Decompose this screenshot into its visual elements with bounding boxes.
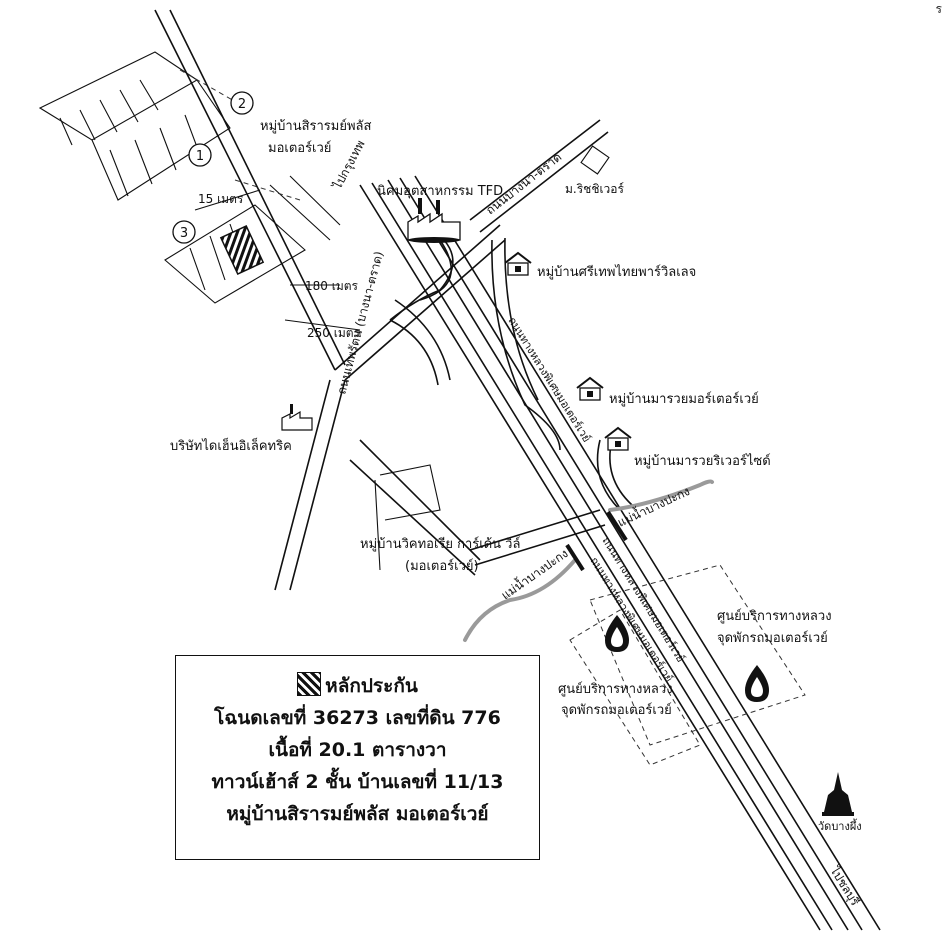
label-tfd: นิคมอุตสาหกรรม TFD (377, 184, 503, 199)
marker-1: 1 (196, 149, 204, 164)
marker-2: 2 (238, 97, 246, 112)
road-network (154, 9, 881, 931)
label-marawai-river: หมู่บ้านมารวยริเวอร์ไซด์ (634, 453, 771, 469)
plot-number-markers: 2 1 3 (172, 91, 254, 244)
map-labels: หมู่บ้านสิรารมย์พลัส มอเตอร์เวย์ 15 เมตร… (170, 118, 863, 909)
legend-house: ทาวน์เฮ้าส์ 2 ชั้น บ้านเลขที่ 11/13 (211, 771, 504, 793)
house-icon (504, 251, 532, 276)
hatched-plot-icon (297, 672, 322, 696)
label-road-motorway-1: ถนนทางหลวงพิเศษมอเตอร์เวย์ (505, 315, 593, 445)
legend-area: เนื้อที่ 20.1 ตารางวา (268, 739, 447, 761)
label-service-2a: ศูนย์บริการทางหลวง (558, 681, 673, 697)
label-daihen: บริษัทไดเฮ็นอิเล็คทริค (170, 436, 292, 454)
label-marawai-motor: หมู่บ้านมารวยมอร์เตอร์เวย์ (609, 391, 759, 407)
hatched-plot-icon (219, 224, 265, 276)
river-segment (463, 558, 577, 642)
house-icon (604, 426, 632, 451)
fuel-station-icon (605, 615, 629, 652)
label-to-bangkok: ไปกรุงเทพ (330, 138, 369, 193)
label-srithep: หมู่บ้านศรีเทพไทยพาร์วิลเลจ (537, 264, 696, 280)
legend-title-row: หลักประกัน (176, 670, 539, 702)
label-village-siramplus: หมู่บ้านสิรารมย์พลัส (260, 118, 371, 134)
fuel-station-icon (745, 665, 769, 702)
factory-icon (281, 404, 313, 431)
label-motorway: มอเตอร์เวย์ (268, 140, 331, 156)
label-wat: วัดบางผึ้ง (818, 818, 862, 833)
label-road-left: ถนนเทพรัตน (บางนา-ตราด) (334, 250, 386, 396)
label-victoria-1: หมู่บ้านวิคทอเรีย การ์เด้น วิล์ (360, 536, 520, 552)
label-service-2b: จุดพักรถมอเตอร์เวย์ (561, 702, 672, 718)
bridge-marker (606, 510, 628, 542)
village-plots (38, 51, 341, 304)
temple-icon (822, 772, 854, 816)
label-rich-river: ม.ริชชิเวอร์ (565, 182, 625, 196)
label-victoria-2: (มอเตอร์เวย์) (405, 558, 479, 574)
house-icon (576, 376, 604, 401)
label-dist-180: 180 เมตร (305, 279, 359, 293)
corner-mark: ร (935, 2, 942, 16)
river-segment (608, 479, 714, 512)
legend-deed: โฉนดเลขที่ 36273 เลขที่ดิน 776 (214, 707, 501, 729)
legend-village: หมู่บ้านสิรารมย์พลัส มอเตอร์เวย์ (226, 803, 489, 825)
label-dist-15: 15 เมตร (198, 192, 244, 206)
marker-3: 3 (180, 226, 188, 241)
label-dist-250: 250 เมตร (307, 326, 361, 340)
label-service-1a: ศูนย์บริการทางหลวง (717, 608, 832, 624)
legend-box: หลักประกัน โฉนดเลขที่ 36273 เลขที่ดิน 77… (175, 655, 540, 860)
legend-title: หลักประกัน (325, 675, 418, 697)
bridge-marker (565, 543, 585, 572)
factory-icon (407, 198, 461, 243)
label-service-1b: จุดพักรถมอเตอร์เวย์ (717, 630, 828, 646)
